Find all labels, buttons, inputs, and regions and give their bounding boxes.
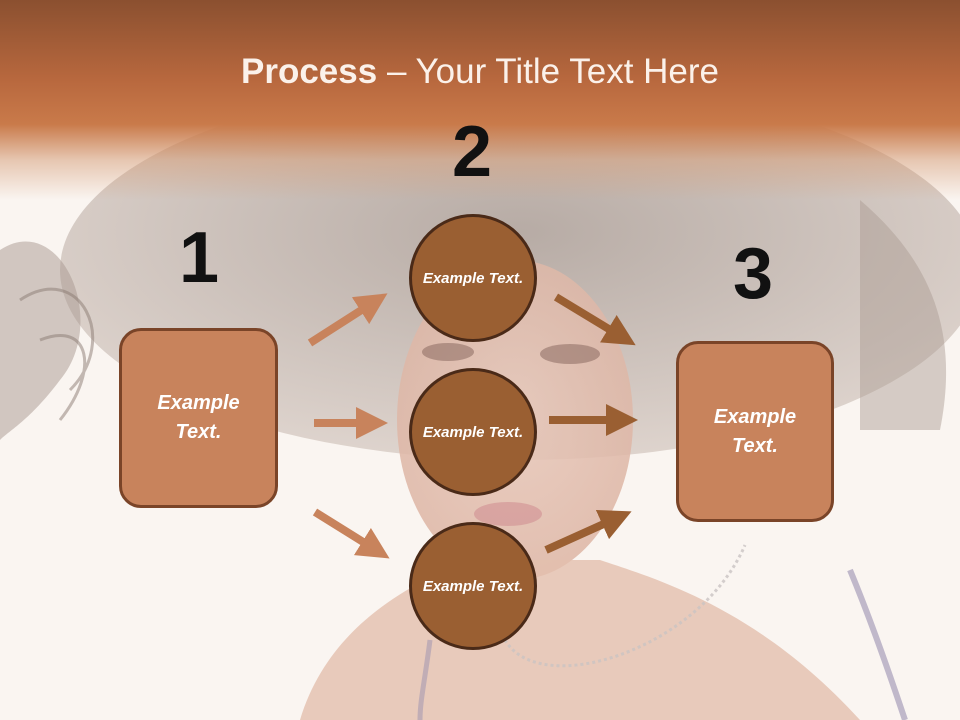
- step-3-text: Example Text.: [713, 405, 797, 457]
- step-2-circle-top: Example Text.: [409, 214, 537, 342]
- step-1-box: Example Text.: [119, 328, 278, 508]
- step-2-text-top: Example Text.: [422, 269, 524, 287]
- title-bold: Process: [241, 52, 378, 91]
- step-number-1: 1: [178, 218, 220, 298]
- step-number-2: 2: [451, 112, 493, 192]
- slide-title: Process – Your Title Text Here: [0, 52, 960, 92]
- step-3-box: Example Text.: [676, 341, 834, 522]
- step-2-circle-bottom: Example Text.: [409, 522, 537, 650]
- step-number-3: 3: [732, 234, 774, 314]
- step-1-text: Example Text.: [157, 392, 240, 443]
- title-banner: [0, 0, 960, 200]
- step-2-circle-middle: Example Text.: [409, 368, 537, 496]
- step-2-text-middle: Example Text.: [422, 423, 524, 441]
- arrow-bottom-to-3: [544, 509, 632, 554]
- arrow-1-to-top: [307, 293, 388, 347]
- step-2-text-bottom: Example Text.: [422, 577, 524, 595]
- title-rest: – Your Title Text Here: [377, 52, 719, 91]
- arrow-top-to-3: [553, 293, 636, 346]
- arrow-1-to-bottom: [312, 508, 390, 559]
